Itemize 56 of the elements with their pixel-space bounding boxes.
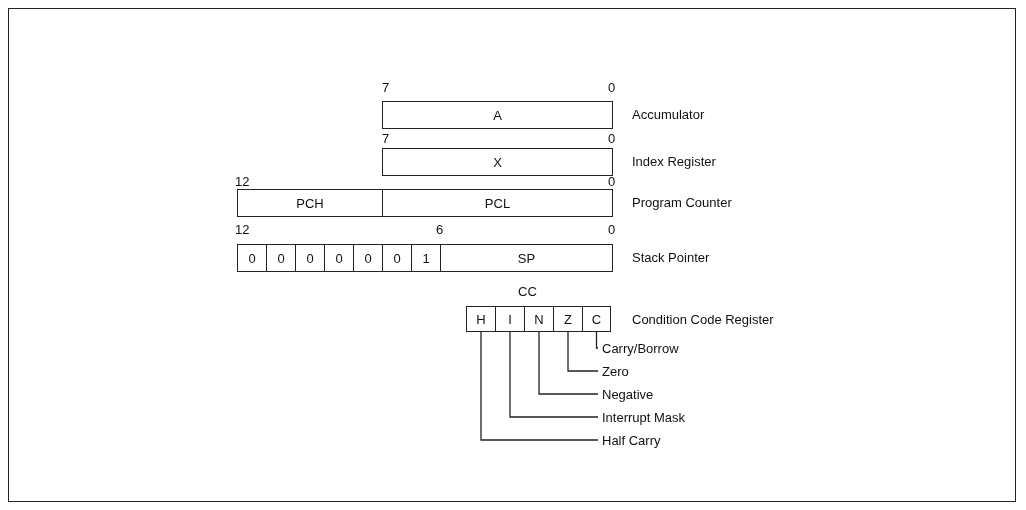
register-name: Condition Code Register [632,312,774,327]
register-field [353,244,383,272]
bit-number: 0 [608,224,616,236]
register-field [411,244,441,272]
field-name: 1 [422,250,430,266]
field-name: N [534,311,544,327]
bit-name-label: Zero [602,362,722,380]
register-field [382,189,613,217]
field-name: A [493,107,502,123]
register-name: Program Counter [632,195,732,210]
register-field [524,306,554,332]
register-field [466,306,496,332]
leader-line [480,331,599,441]
register-field [582,306,611,332]
register-name: Index Register [632,154,716,169]
field-name: H [476,311,486,327]
field-name: Z [564,311,572,327]
register-name: Stack Pointer [632,250,710,265]
register-field [495,306,525,332]
register-field [266,244,296,272]
field-name: 0 [393,250,401,266]
bit-number: 7 [382,133,390,145]
field-name: 0 [364,250,372,266]
register-field [324,244,354,272]
leader-line [567,331,599,372]
field-name: PCH [296,195,324,211]
register-field [382,244,412,272]
leader-line [509,331,599,418]
bit-name-label: Carry/Borrow [602,339,722,357]
register-field [440,244,613,272]
register-field [295,244,325,272]
bit-name-label: Negative [602,385,722,403]
bit-number: 0 [608,82,616,94]
field-name: 0 [277,250,285,266]
bit-number: 12 [235,224,250,236]
bit-name-label: Half Carry [602,431,722,449]
register-name: CC [518,286,537,298]
register-field [237,244,267,272]
field-name: X [493,154,502,170]
register-field [237,189,383,217]
field-name: 0 [306,250,314,266]
field-name: I [508,311,512,327]
field-name: PCL [484,195,511,211]
bit-name-label: Interrupt Mask [602,408,722,426]
bit-number: 6 [436,224,444,236]
field-name: 0 [335,250,343,266]
bit-number: 0 [608,133,616,145]
register-field [382,101,613,129]
field-name: SP [517,250,536,266]
field-name: C [591,311,602,327]
register-name: Accumulator [632,107,705,122]
leader-line [538,331,599,395]
field-name: 0 [248,250,256,266]
register-field [553,306,583,332]
bit-number: 0 [608,176,616,188]
register-field [382,148,613,176]
